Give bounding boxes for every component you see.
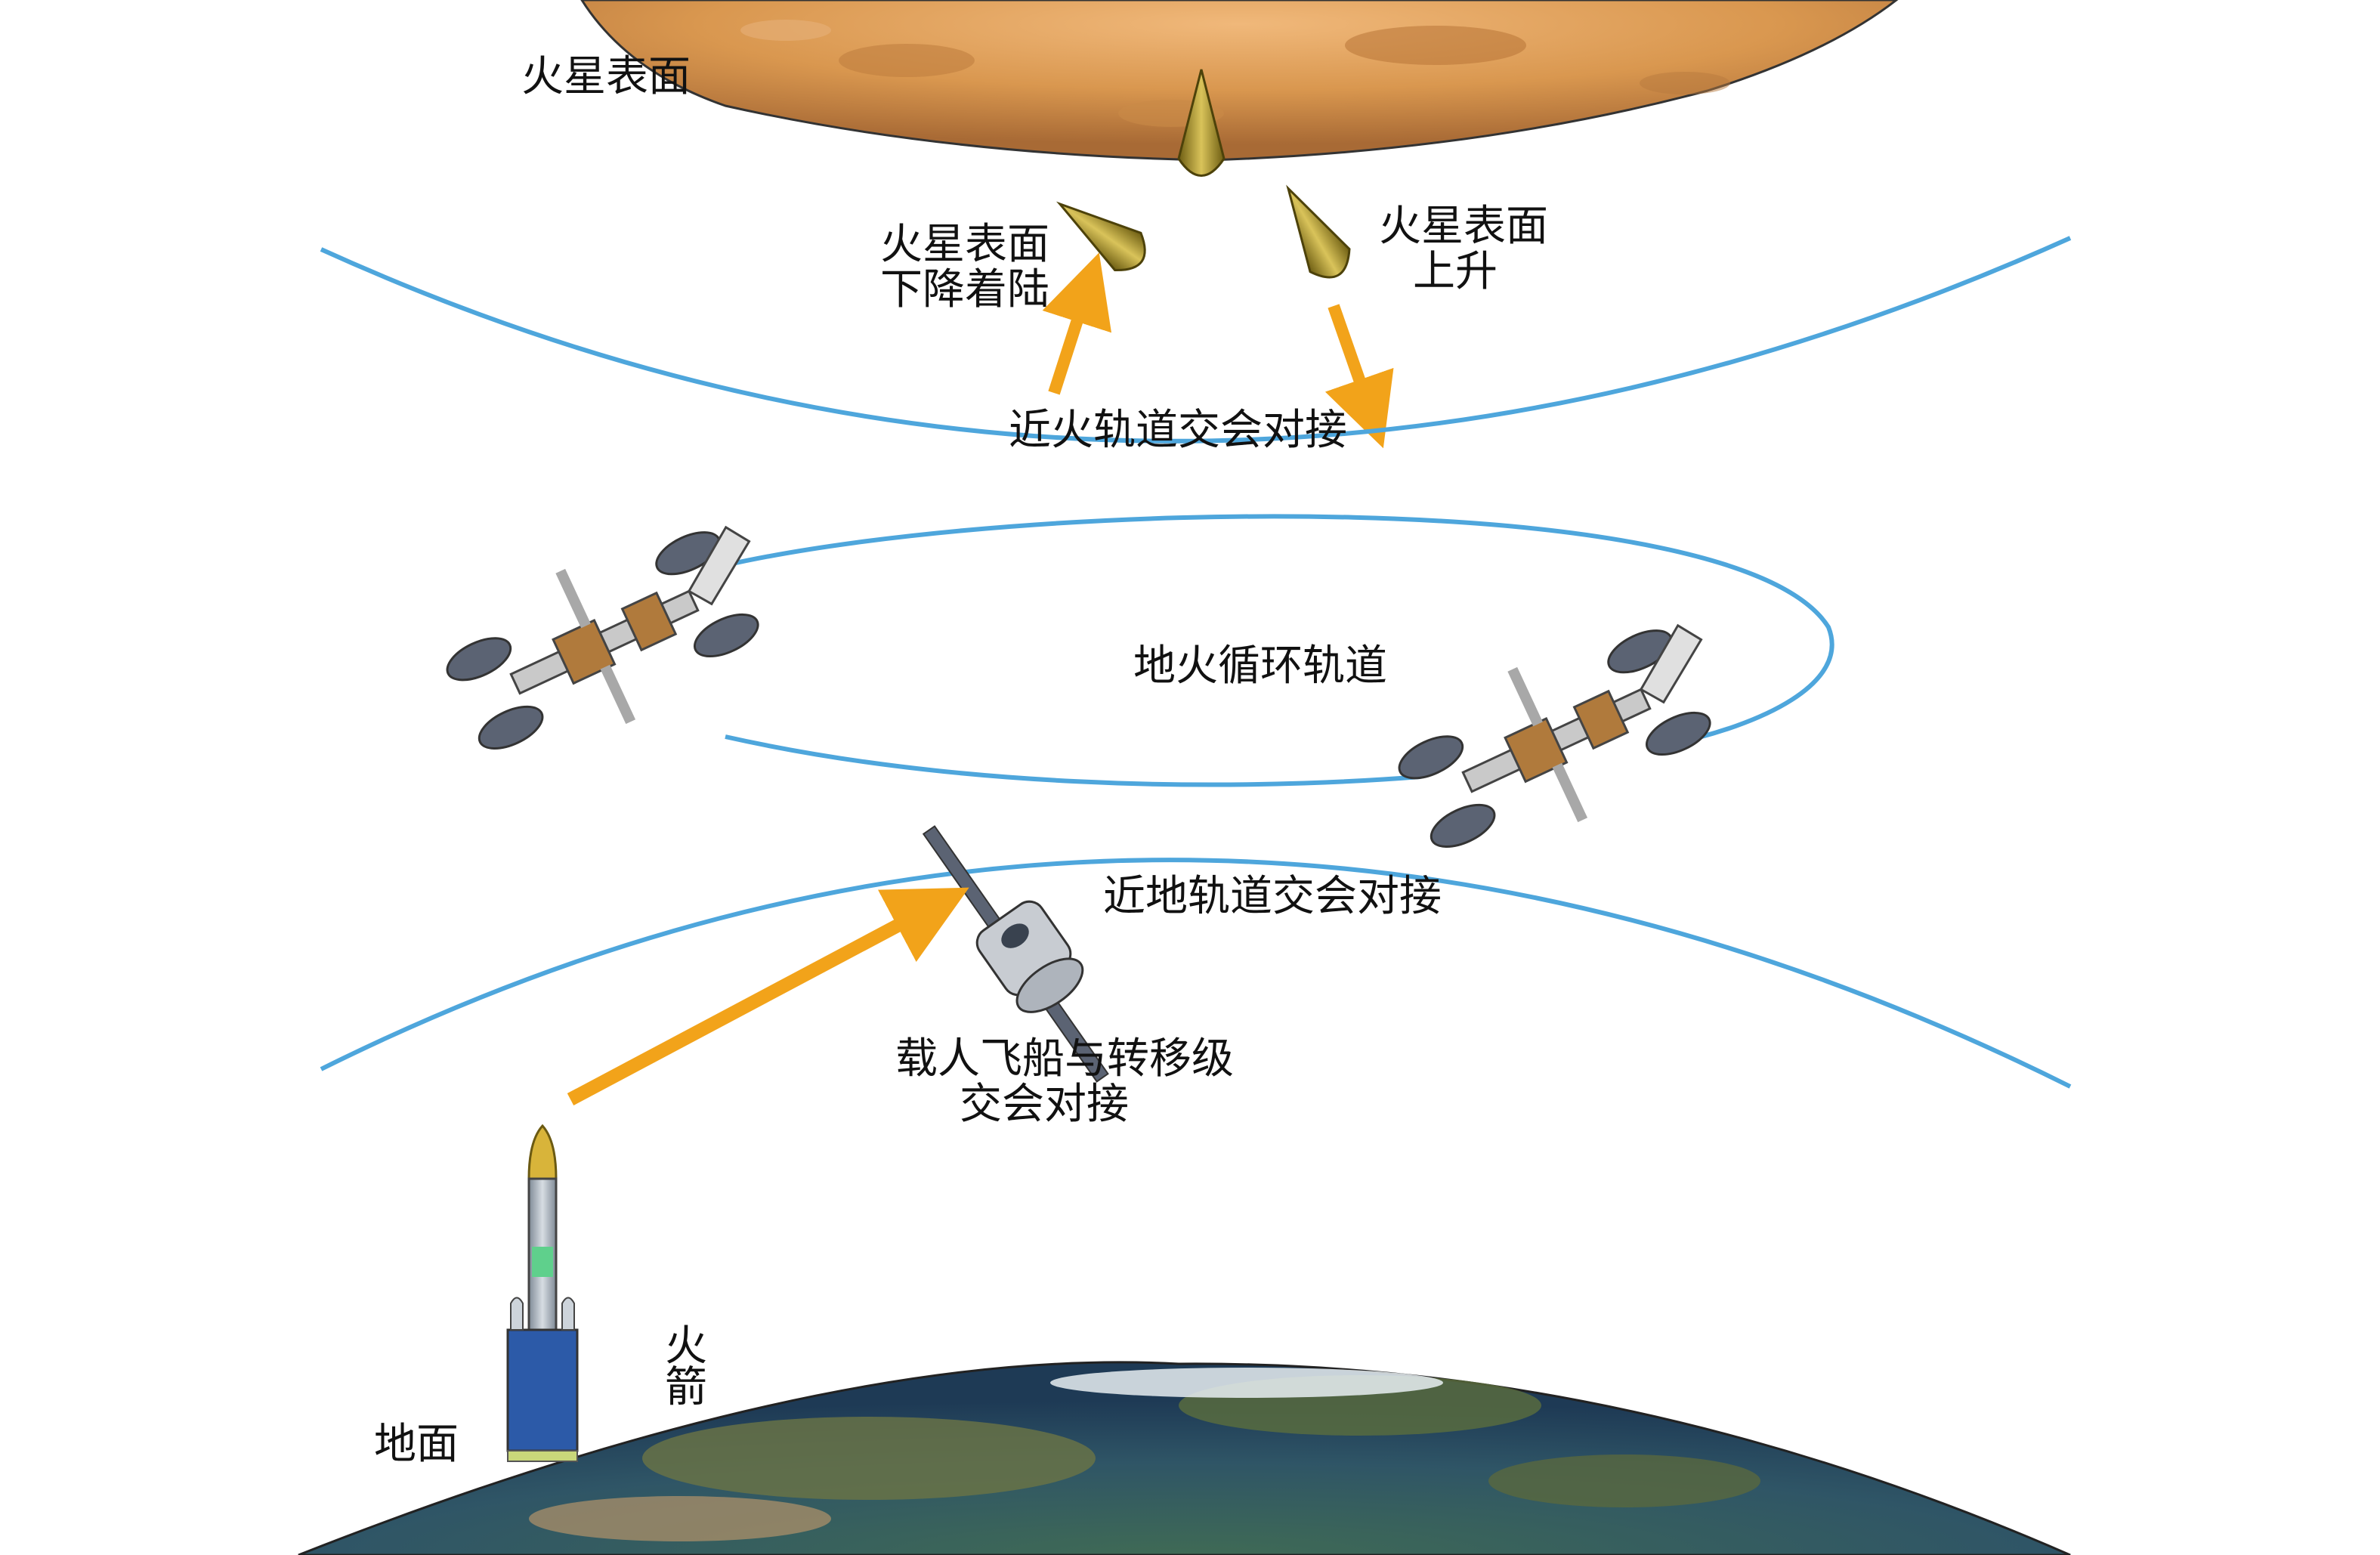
launch-rocket xyxy=(506,1124,579,1462)
descent-label-line2: 下降着陆 xyxy=(880,265,1049,314)
near-mars-rendezvous-label: 近火轨道交会对接 xyxy=(1009,406,1347,455)
lander-ascending xyxy=(1286,184,1351,279)
ascent-label-line2: 上升 xyxy=(1413,247,1498,296)
lander-descending xyxy=(1056,201,1146,272)
crew-ship-label-line1: 载人飞船与转移级 xyxy=(895,1034,1234,1084)
rocket-label-line1: 火 xyxy=(665,1322,707,1371)
launch-arrow xyxy=(567,887,969,1105)
ascent-arrow xyxy=(1324,304,1394,449)
cycler-orbit-lower xyxy=(725,734,1421,787)
cycler-orbit xyxy=(725,514,1834,747)
descent-label-line1: 火星表面 xyxy=(880,220,1049,269)
near-earth-orbit xyxy=(320,858,2072,1089)
ground-label: 地面 xyxy=(374,1420,459,1469)
mars-surface-label: 火星表面 xyxy=(521,52,691,101)
near-mars-orbit xyxy=(320,236,2072,444)
cycler-spacecraft-right xyxy=(1398,623,1711,848)
crew-ship-label-line2: 交会对接 xyxy=(960,1080,1129,1129)
mars-planet xyxy=(580,0,1899,162)
crew-spacecraft xyxy=(922,825,1109,1083)
ascent-label-line1: 火星表面 xyxy=(1379,202,1548,251)
near-earth-rendezvous-label: 近地轨道交会对接 xyxy=(1103,872,1442,921)
lander-surface xyxy=(1177,69,1226,177)
earth-planet xyxy=(298,1361,2071,1555)
descent-arrow xyxy=(1042,252,1112,395)
cycler-orbit-label: 地火循环轨道 xyxy=(1133,641,1387,691)
cycler-spacecraft-left xyxy=(446,525,759,750)
rocket-label-line2: 箭 xyxy=(665,1363,707,1412)
